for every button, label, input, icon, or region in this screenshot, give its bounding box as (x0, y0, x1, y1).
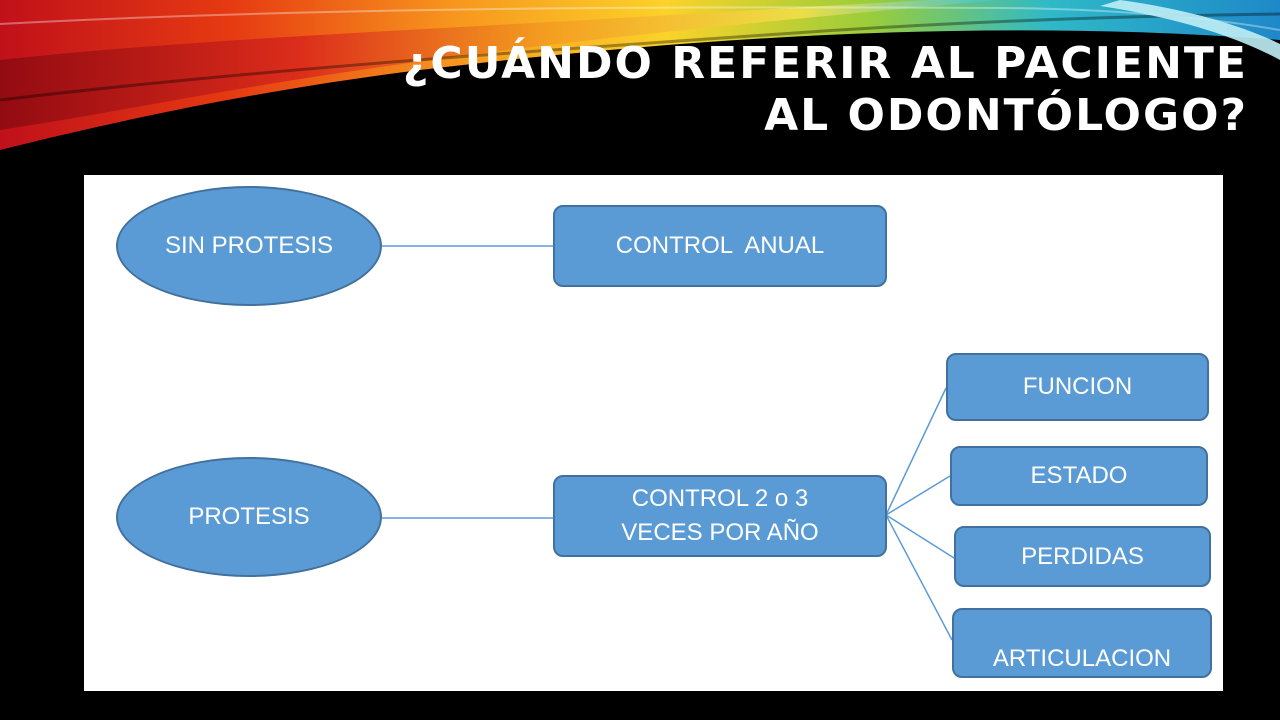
connector-control-funcion (885, 387, 947, 516)
node-protesis: PROTESIS (116, 457, 382, 577)
node-control-2-3-veces: CONTROL 2 o 3 VECES POR AÑO (553, 475, 887, 557)
node-estado: ESTADO (950, 446, 1208, 506)
connector-control-perdidas (885, 514, 955, 559)
node-control-2-3-veces-label: CONTROL 2 o 3 VECES POR AÑO (621, 485, 819, 546)
node-funcion-label: FUNCION (1022, 373, 1133, 400)
node-control-anual-label: CONTROL ANUAL (615, 232, 825, 259)
swoosh-cyan-tail (1100, 0, 1280, 60)
title-line-2: AL ODONTÓLOGO? (764, 90, 1248, 141)
connector-layer (382, 245, 955, 641)
node-perdidas-label: PERDIDAS (1021, 542, 1144, 570)
node-perdidas: PERDIDAS (954, 526, 1211, 587)
title-line-1: ¿CUÁNDO REFERIR AL PACIENTE (402, 38, 1248, 89)
node-sin-protesis: SIN PROTESIS (116, 186, 382, 306)
connector-control-estado (885, 475, 951, 516)
node-articulacion: ARTICULACION (952, 608, 1212, 678)
slide-title: ¿CUÁNDO REFERIR AL PACIENTE AL ODONTÓLOG… (348, 38, 1248, 142)
node-control-anual: CONTROL ANUAL (553, 205, 887, 287)
diagram-panel: SIN PROTESIS CONTROL ANUAL PROTESIS CONT… (84, 175, 1223, 691)
node-sin-protesis-label: SIN PROTESIS (164, 232, 334, 259)
node-estado-label: ESTADO (1030, 462, 1128, 489)
swoosh-stripe-2 (0, 12, 1280, 102)
swoosh-band-dark (0, 0, 1000, 130)
node-funcion: FUNCION (946, 353, 1209, 421)
node-protesis-label: PROTESIS (188, 503, 310, 530)
decorative-swoosh-banner (0, 0, 1280, 150)
connector-control-articulacion (885, 514, 953, 641)
node-articulacion-label: ARTICULACION (992, 645, 1172, 672)
